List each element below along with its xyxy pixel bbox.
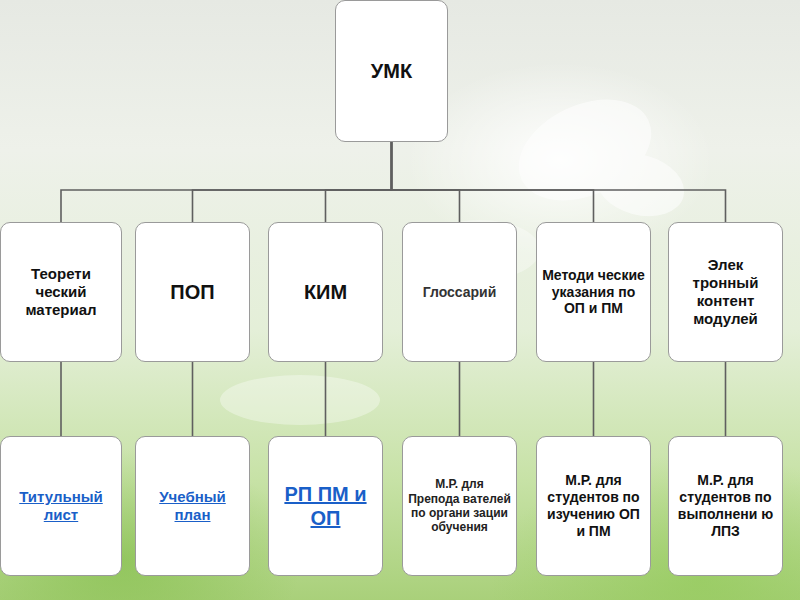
process-box: Методи ческие указания по ОП и ПМ	[536, 222, 651, 362]
connector-line	[61, 142, 392, 222]
process-box: УМК	[335, 0, 448, 142]
box-label: ПОП	[170, 280, 214, 304]
box-label: УМК	[371, 59, 412, 83]
connector-line	[593, 362, 595, 436]
box-label: М.Р. для студентов по изучению ОП и ПМ	[542, 472, 645, 539]
box-label: Теорети ческий материал	[6, 265, 116, 319]
connector-line	[325, 362, 327, 436]
process-box: Теорети ческий материал	[0, 222, 122, 362]
box-label: КИМ	[304, 280, 347, 304]
process-box: Элек тронный контент модулей	[668, 222, 783, 362]
process-box: М.Р. для студентов по выполнени ю ЛПЗ	[668, 436, 783, 576]
box-label: Методи ческие указания по ОП и ПМ	[542, 267, 645, 317]
connector-line	[725, 362, 727, 436]
process-box: Титульный лист	[0, 436, 122, 576]
connector-line	[193, 142, 392, 222]
process-box: М.Р. для Препода вателей по органи зации…	[402, 436, 517, 576]
box-label: Элек тронный контент модулей	[674, 256, 777, 328]
connector-line	[392, 142, 460, 222]
process-box: ПОП	[135, 222, 250, 362]
box-label: Титульный лист	[6, 488, 116, 524]
process-box: Глоссарий	[402, 222, 517, 362]
process-box: КИМ	[268, 222, 383, 362]
process-box: РП ПМ и ОП	[268, 436, 383, 576]
connector-line	[60, 362, 62, 436]
flower-blur	[220, 220, 540, 425]
connector-line	[192, 362, 194, 436]
connector-line	[392, 142, 726, 222]
box-label: М.Р. для Препода вателей по органи зации…	[408, 477, 511, 535]
box-label: Учебный план	[141, 488, 244, 524]
box-label: М.Р. для студентов по выполнени ю ЛПЗ	[674, 472, 777, 539]
box-label: Глоссарий	[423, 284, 497, 301]
connector-line	[392, 142, 594, 222]
connector-line	[326, 142, 392, 222]
process-box: Учебный план	[135, 436, 250, 576]
box-label: РП ПМ и ОП	[274, 482, 377, 530]
butterfly-shape	[503, 80, 692, 226]
connector-line	[459, 362, 461, 436]
process-box: М.Р. для студентов по изучению ОП и ПМ	[536, 436, 651, 576]
